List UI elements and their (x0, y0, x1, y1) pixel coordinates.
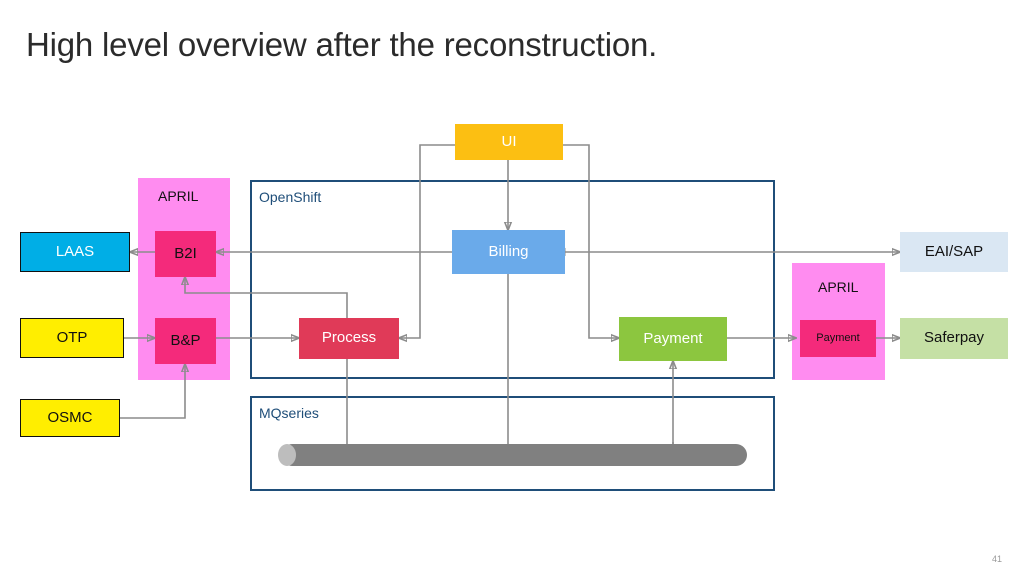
group-openshift-label: OpenShift (259, 189, 322, 205)
node-otp[interactable]: OTP (20, 318, 124, 358)
node-laas-label: LAAS (55, 242, 95, 260)
node-ui-label: UI (501, 132, 517, 150)
node-eai-sap-label: EAI/SAP (924, 242, 984, 260)
group-april-left-label: APRIL (158, 188, 199, 204)
node-ui[interactable]: UI (455, 124, 563, 160)
node-b2i[interactable]: B2I (155, 231, 216, 277)
node-april-payment[interactable]: Payment (800, 320, 876, 357)
node-osmc-label: OSMC (47, 408, 93, 426)
group-mqseries (250, 396, 775, 491)
node-b2i-label: B2I (174, 244, 197, 262)
node-saferpay-label: Saferpay (923, 329, 985, 347)
node-saferpay[interactable]: Saferpay (900, 318, 1008, 359)
node-process[interactable]: Process (299, 318, 399, 359)
node-billing-label: Billing (488, 242, 529, 260)
node-osmc[interactable]: OSMC (20, 399, 120, 437)
mqseries-queue-cylinder-cap (278, 444, 296, 466)
node-otp-label: OTP (56, 328, 88, 346)
node-bnp-label: B&P (170, 331, 201, 349)
node-payment-label: Payment (643, 329, 703, 347)
mqseries-queue-cylinder (281, 444, 747, 466)
group-mqseries-label: MQseries (259, 405, 319, 421)
page-title: High level overview after the reconstruc… (26, 26, 658, 63)
page-number: 41 (991, 554, 1002, 564)
group-april-right-label: APRIL (818, 279, 859, 295)
node-april-payment-label: Payment (816, 332, 860, 345)
node-bnp[interactable]: B&P (155, 318, 216, 364)
node-eai-sap[interactable]: EAI/SAP (900, 232, 1008, 272)
node-billing[interactable]: Billing (452, 230, 565, 274)
node-laas[interactable]: LAAS (20, 232, 130, 272)
node-process-label: Process (321, 329, 377, 347)
node-payment[interactable]: Payment (619, 317, 727, 361)
